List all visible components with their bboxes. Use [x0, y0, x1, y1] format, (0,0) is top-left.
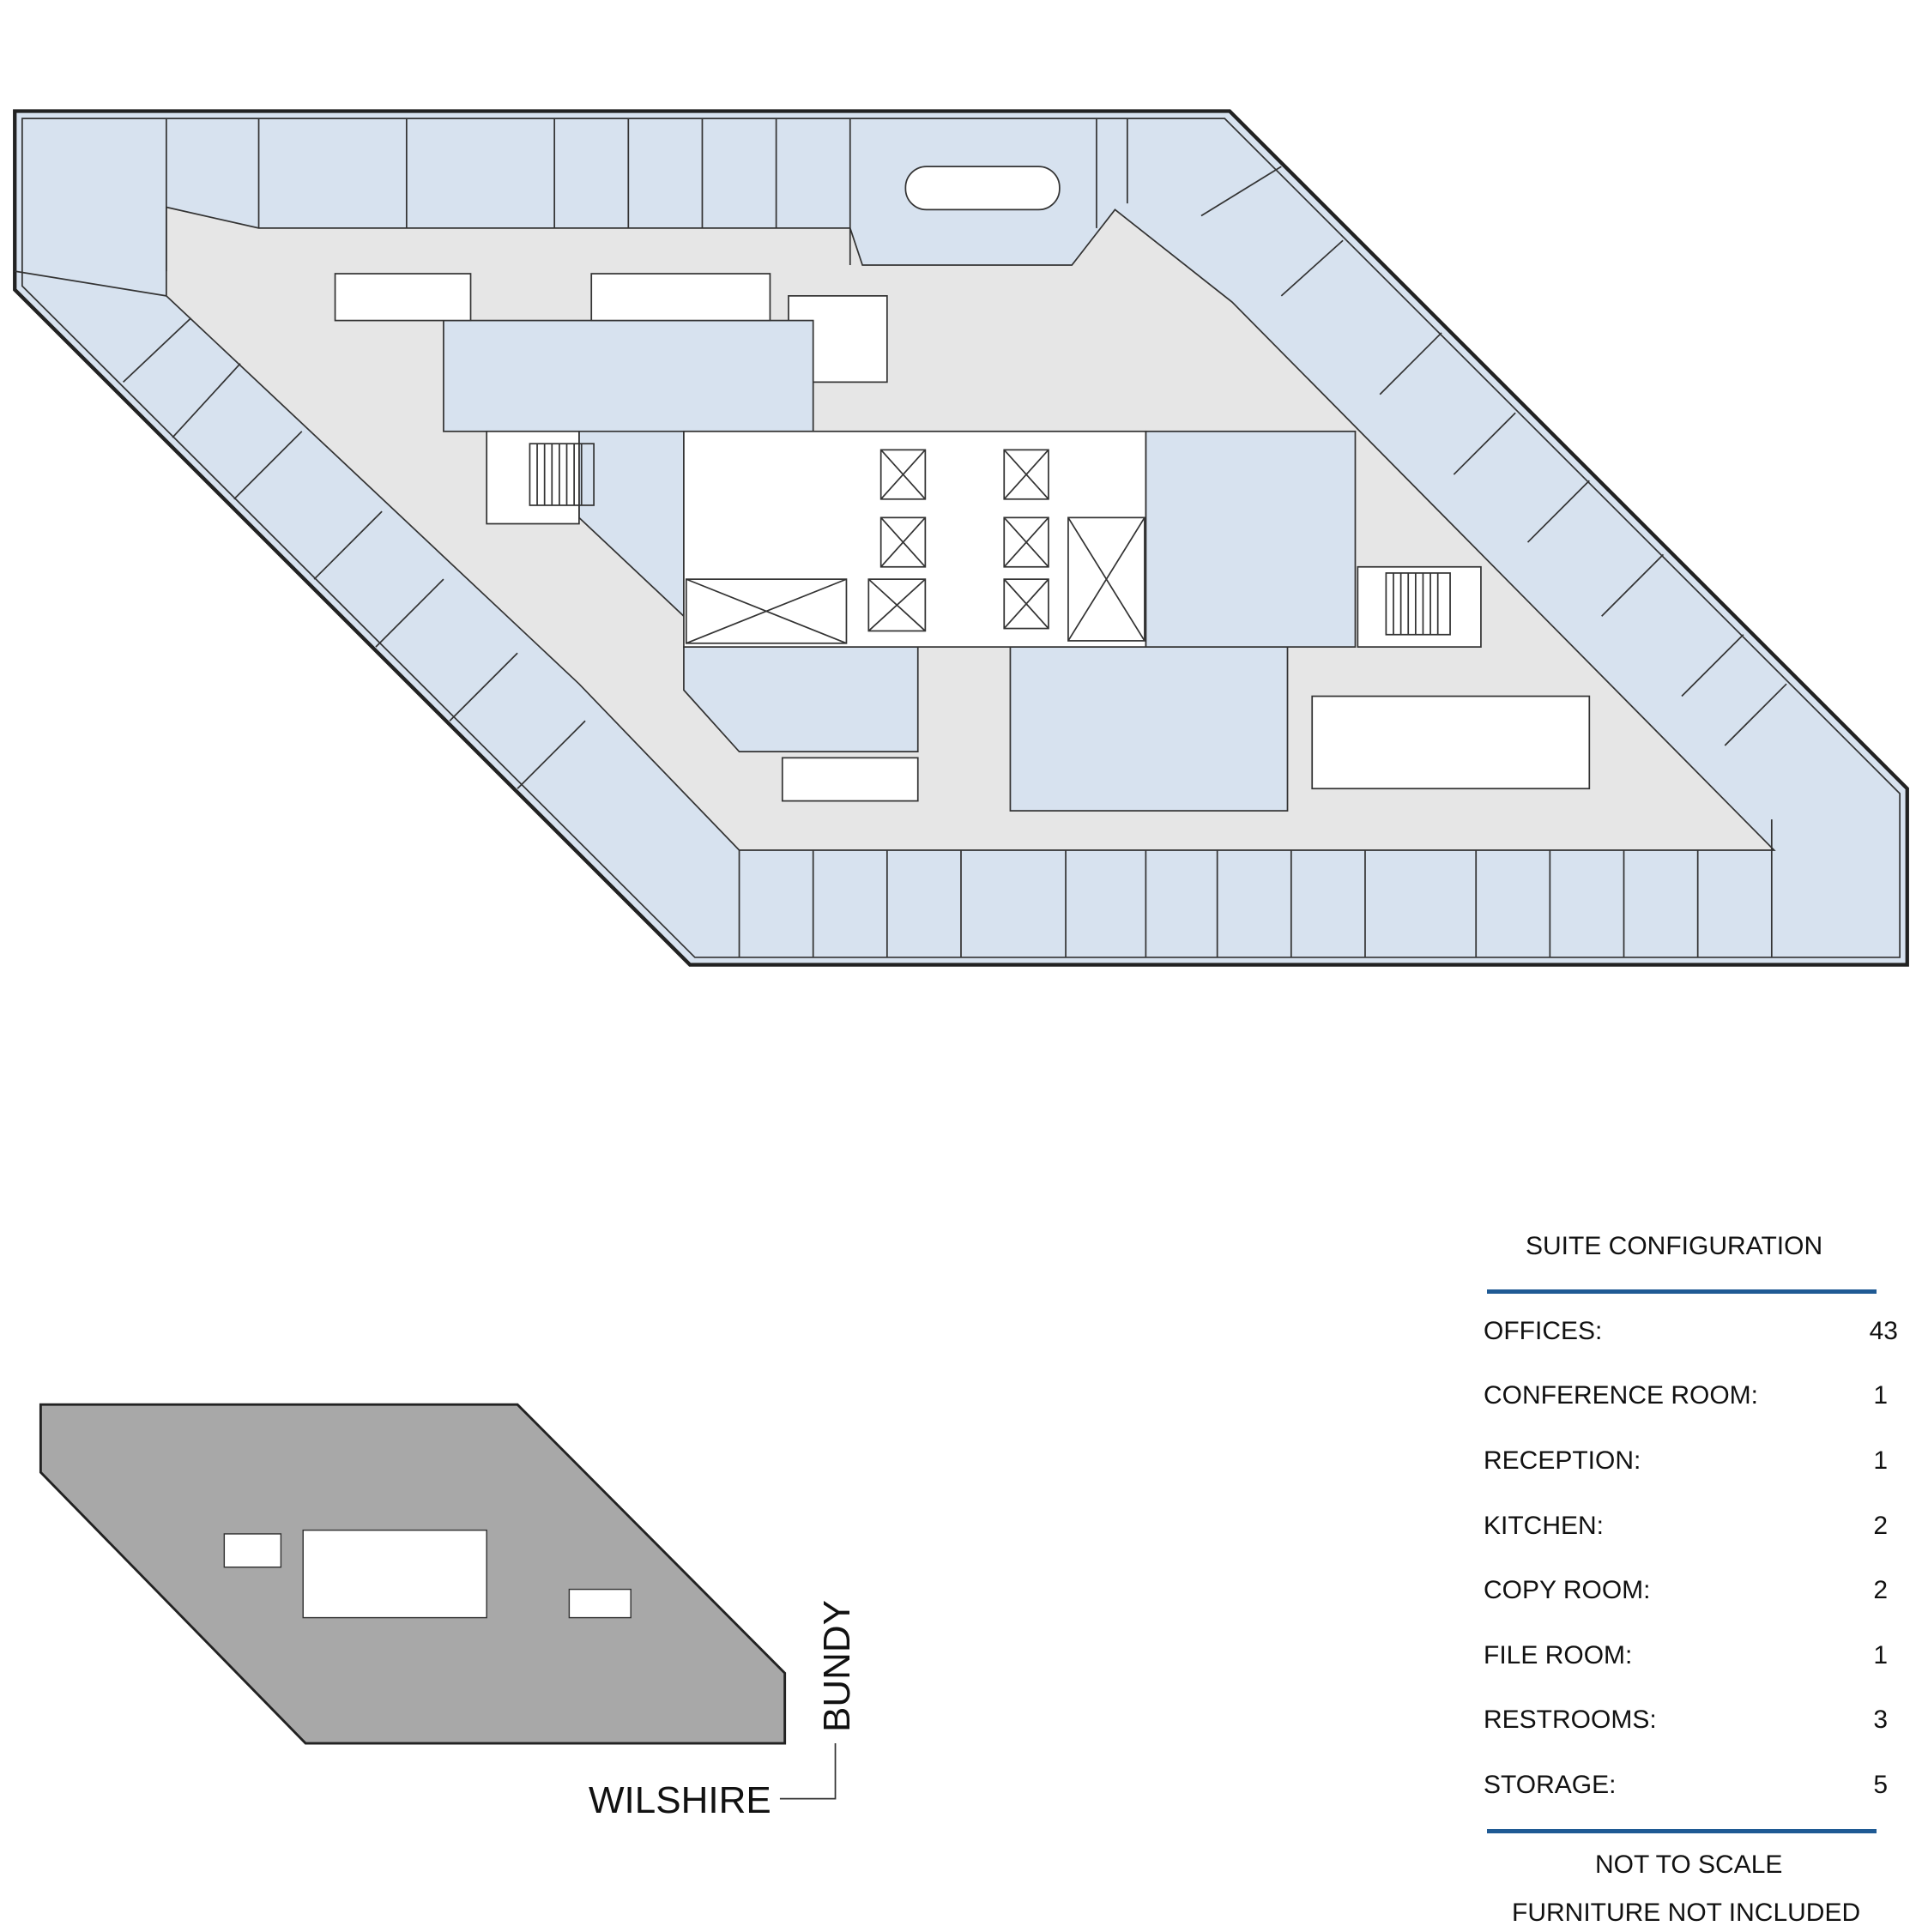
legend-value: 43	[1869, 1317, 1898, 1345]
legend-label: RESTROOMS:	[1484, 1706, 1657, 1734]
legend-label: CONFERENCE ROOM:	[1484, 1381, 1759, 1410]
legend-title: SUITE CONFIGURATION	[1526, 1232, 1823, 1260]
key-plan-core	[302, 1529, 487, 1619]
legend-value: 2	[1873, 1576, 1888, 1604]
key-plan-stair	[223, 1533, 282, 1568]
legend-value: 1	[1873, 1641, 1888, 1669]
building-core	[486, 430, 1482, 648]
legend-label: FILE ROOM:	[1484, 1641, 1633, 1669]
legend-value: 5	[1873, 1771, 1888, 1799]
street-label-wilshire: WILSHIRE	[589, 1779, 771, 1821]
interior-rooms	[443, 319, 1357, 812]
workstations	[334, 273, 1591, 802]
legend-label: COPY ROOM:	[1484, 1576, 1651, 1604]
furniture-note: FURNITURE NOT INCLUDED	[1512, 1899, 1861, 1927]
street-leader-line	[779, 1743, 837, 1800]
legend-label: KITCHEN:	[1484, 1512, 1605, 1540]
legend-value: 1	[1873, 1446, 1888, 1475]
stairs	[529, 443, 1451, 636]
suite-floor-plan	[13, 109, 1909, 967]
legend-value: 1	[1873, 1381, 1888, 1410]
elevators	[685, 449, 1145, 644]
legend-label: OFFICES:	[1484, 1317, 1603, 1345]
not-to-scale-note: NOT TO SCALE	[1595, 1850, 1783, 1879]
legend-divider	[1487, 1829, 1877, 1833]
legend-label: STORAGE:	[1484, 1771, 1617, 1799]
legend-label: RECEPTION:	[1484, 1446, 1641, 1475]
office-partitions	[15, 118, 1787, 957]
legend-divider	[1487, 1289, 1877, 1294]
key-plan	[39, 1403, 837, 1800]
inner-outline	[21, 118, 1901, 958]
legend-value: 3	[1873, 1706, 1888, 1734]
legend-value: 2	[1873, 1512, 1888, 1540]
conference-table	[904, 166, 1061, 211]
street-label-bundy: BUNDY	[816, 1599, 858, 1733]
key-plan-stair	[568, 1588, 632, 1619]
